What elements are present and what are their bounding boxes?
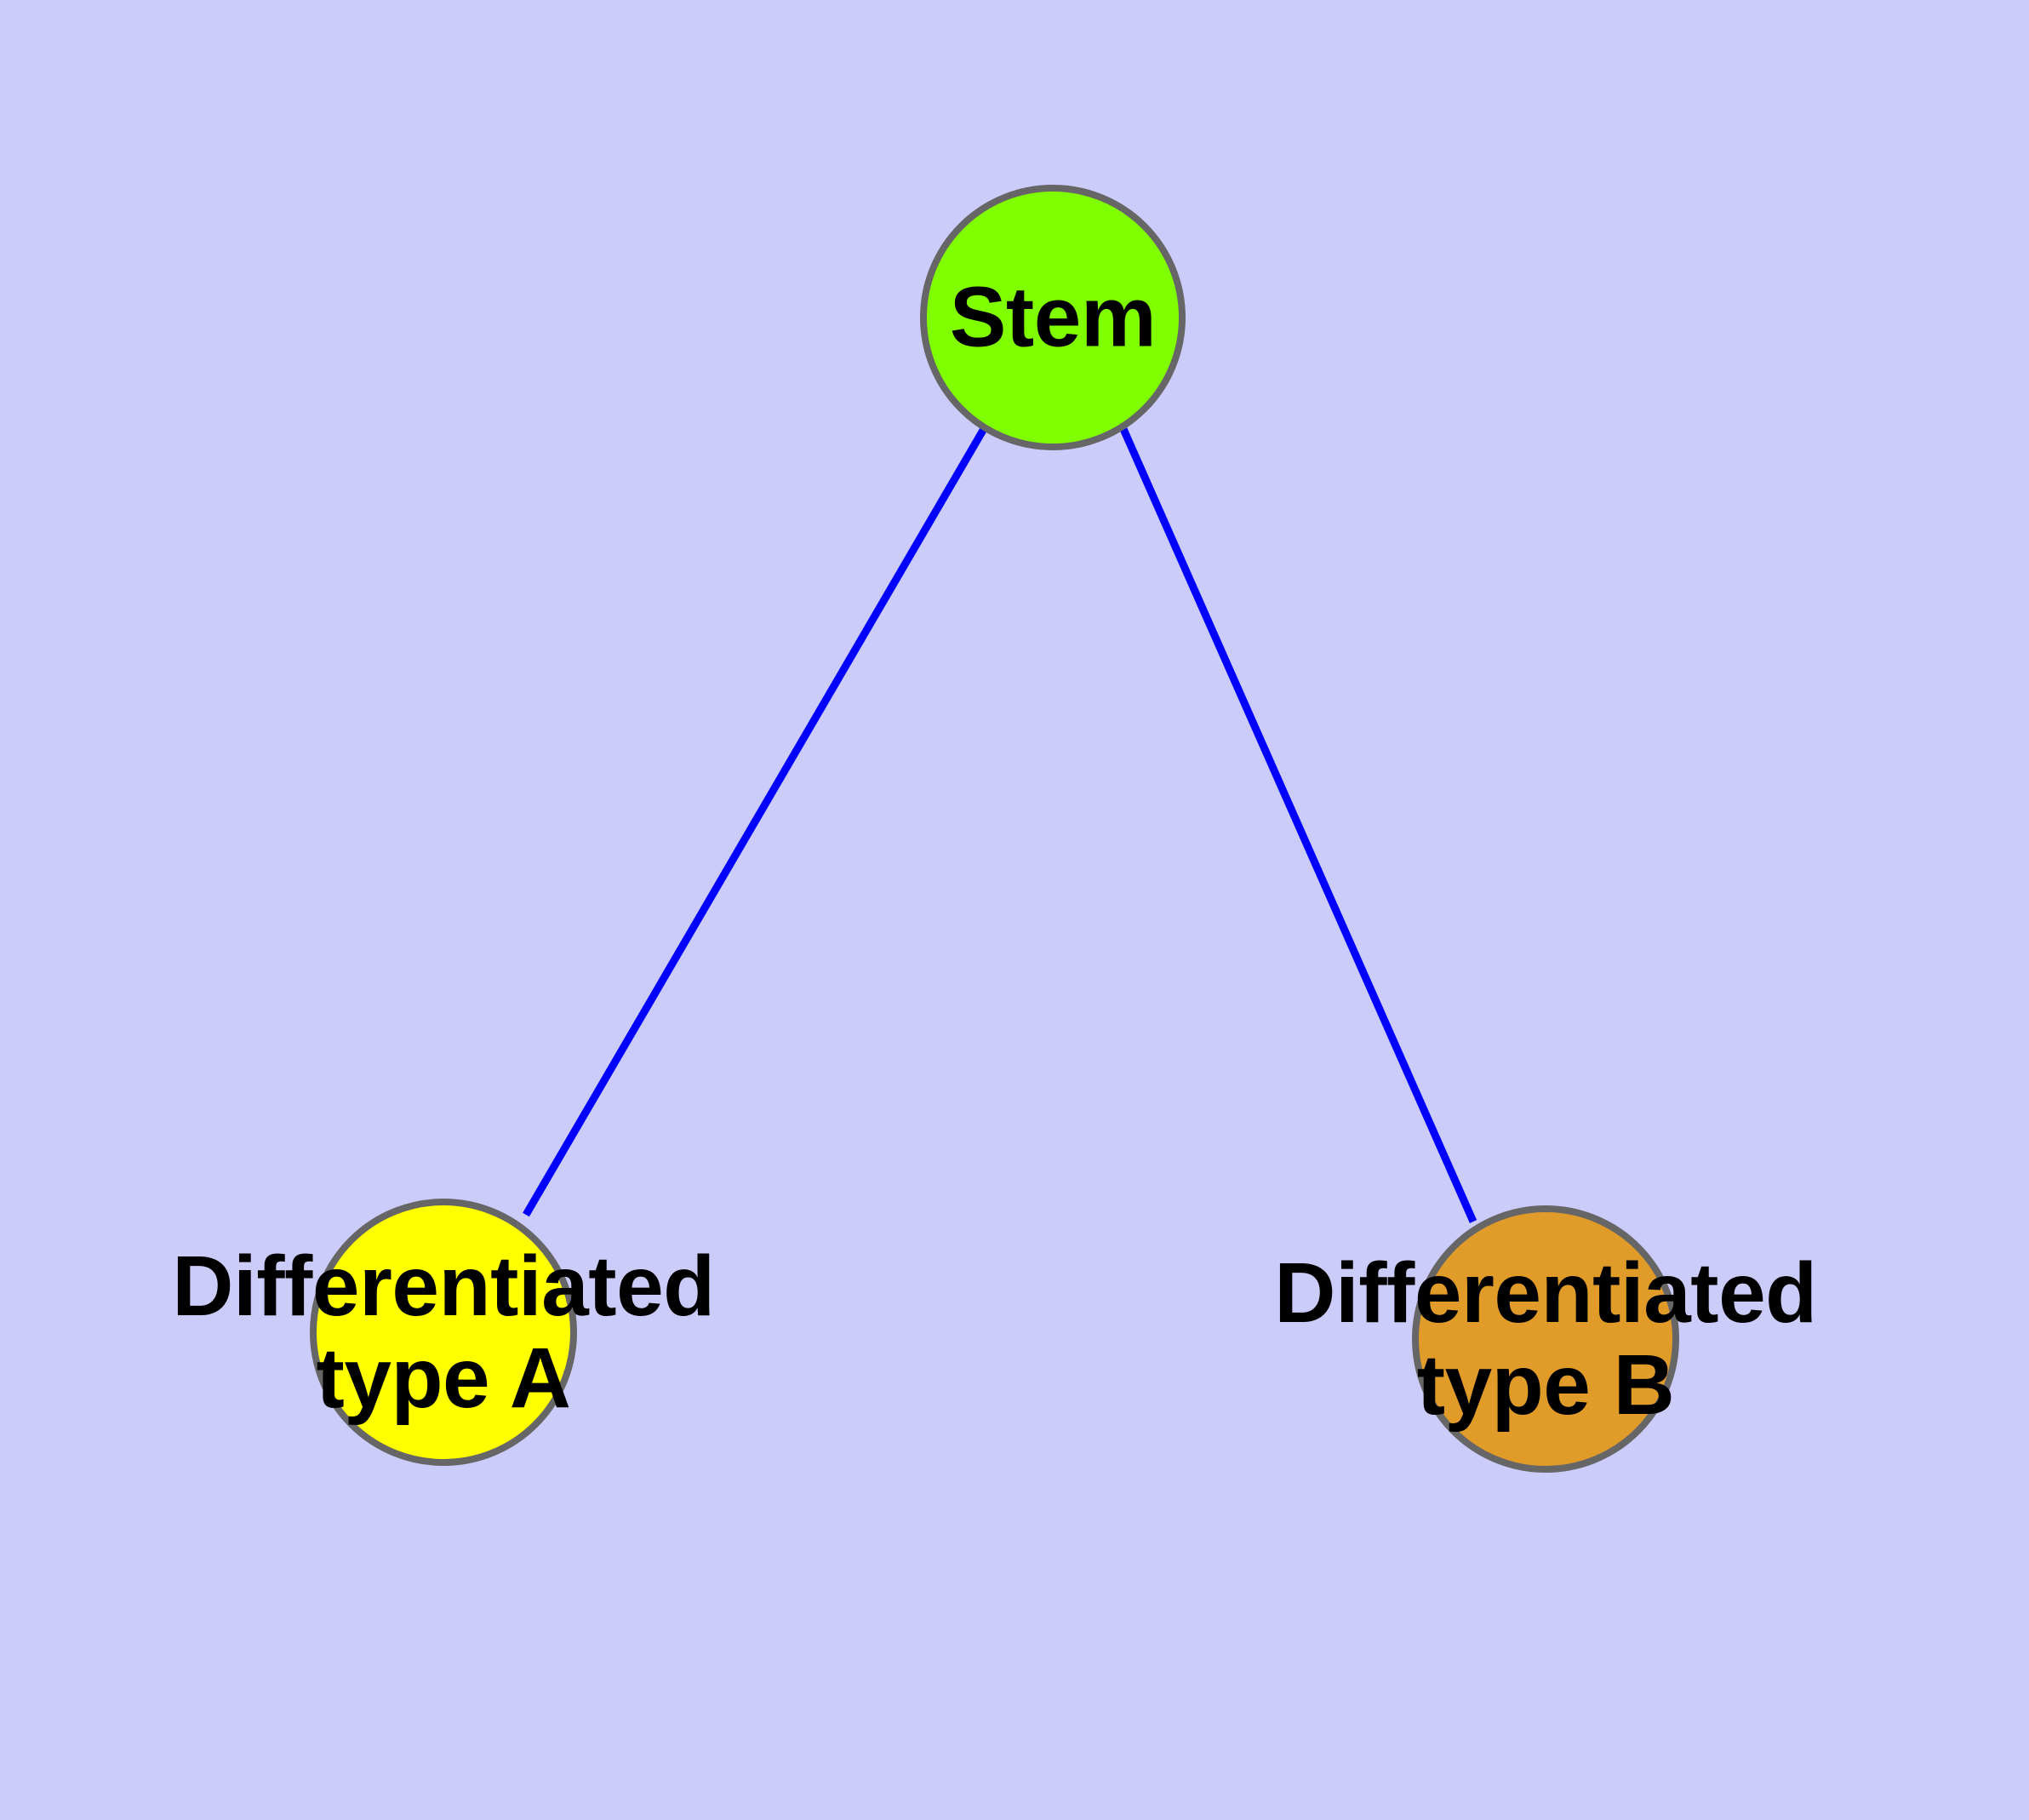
edge-stem-to-differentiated-type-b[interactable] xyxy=(1119,427,1477,1223)
node-stem[interactable] xyxy=(920,185,1186,450)
edge-stem-to-differentiated-type-a[interactable] xyxy=(523,425,988,1217)
node-differentiated-type-a[interactable] xyxy=(310,1199,577,1466)
node-differentiated-type-b[interactable] xyxy=(1412,1205,1679,1473)
